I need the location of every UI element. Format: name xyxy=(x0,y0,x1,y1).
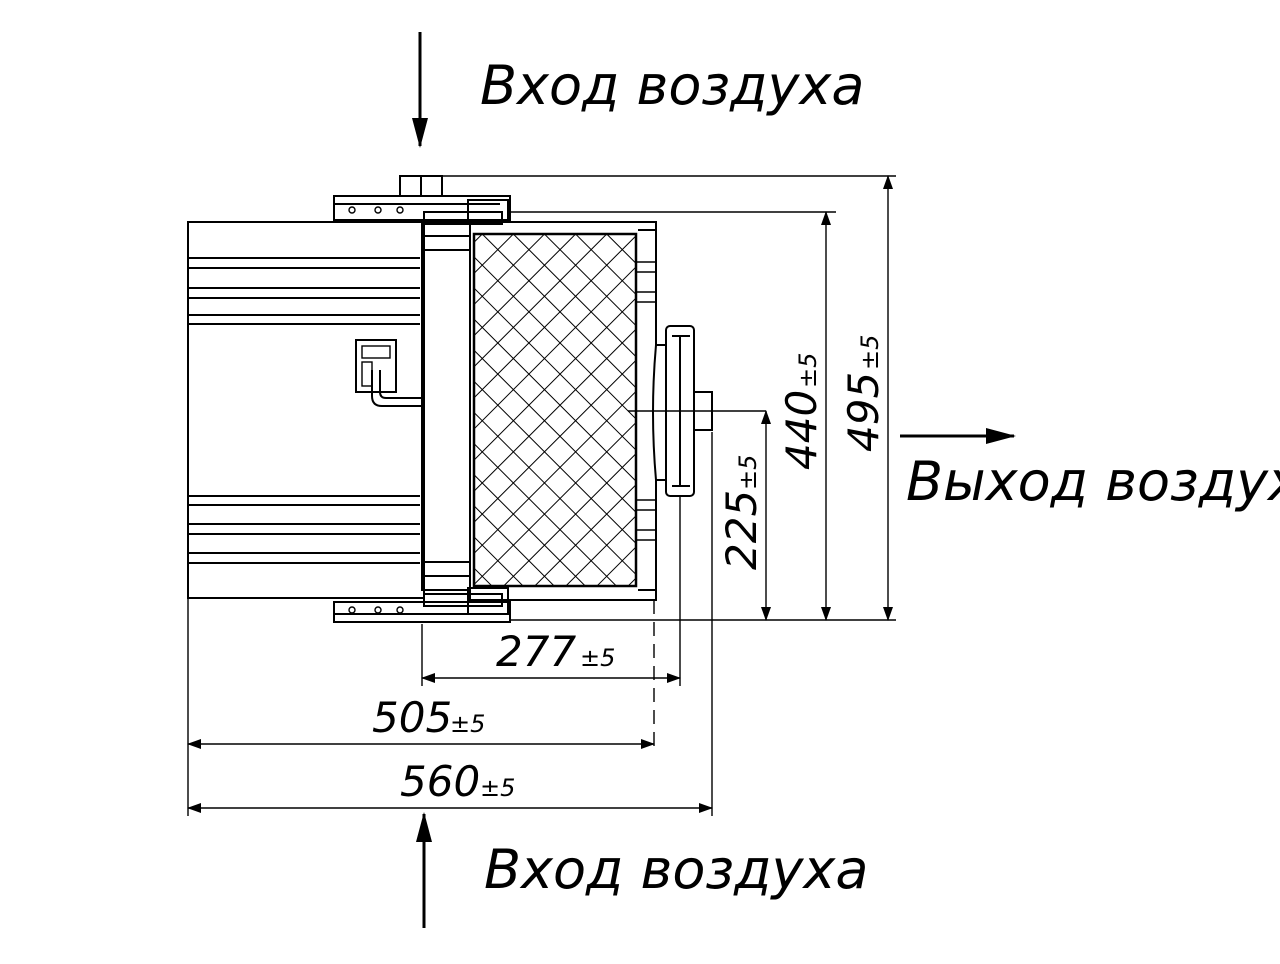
top-flange xyxy=(333,175,511,225)
dim-440: 440 ±5 xyxy=(777,353,826,470)
bottom-flange xyxy=(333,587,511,623)
dim-560-tol: ±5 xyxy=(480,774,515,802)
dim-495-tol: ±5 xyxy=(856,335,884,370)
dim-440-value: 440 xyxy=(777,390,826,470)
dim-225-value: 225 xyxy=(717,490,766,570)
dim-560: 560 ±5 xyxy=(400,757,515,806)
extension-lines xyxy=(187,175,896,816)
dim-277-value: 277 xyxy=(496,627,576,676)
dim-560-value: 560 xyxy=(400,757,480,806)
dim-225-tol: ±5 xyxy=(734,455,762,490)
dim-225: 225 ±5 xyxy=(717,455,766,570)
dim-277-tol: ±5 xyxy=(580,644,615,672)
dim-277: 277 ±5 xyxy=(496,627,615,676)
mesh-filter xyxy=(472,232,638,588)
dim-505-value: 505 xyxy=(372,693,452,742)
dim-495-value: 495 xyxy=(839,372,888,452)
air-in-bottom-label: Вход воздуха xyxy=(484,838,868,901)
dim-495: 495 ±5 xyxy=(839,335,888,452)
junction-box xyxy=(355,339,422,407)
dim-505-tol: ±5 xyxy=(450,710,485,738)
air-in-top-label: Вход воздуха xyxy=(480,54,864,117)
dimension-lines xyxy=(187,175,893,813)
housing xyxy=(187,221,425,599)
outlet-nozzle xyxy=(628,325,766,497)
air-out-label: Выход воздуха xyxy=(906,450,1280,513)
mounting-plate xyxy=(421,221,471,591)
dim-505: 505 ±5 xyxy=(372,693,485,742)
dim-440-tol: ±5 xyxy=(794,353,822,388)
